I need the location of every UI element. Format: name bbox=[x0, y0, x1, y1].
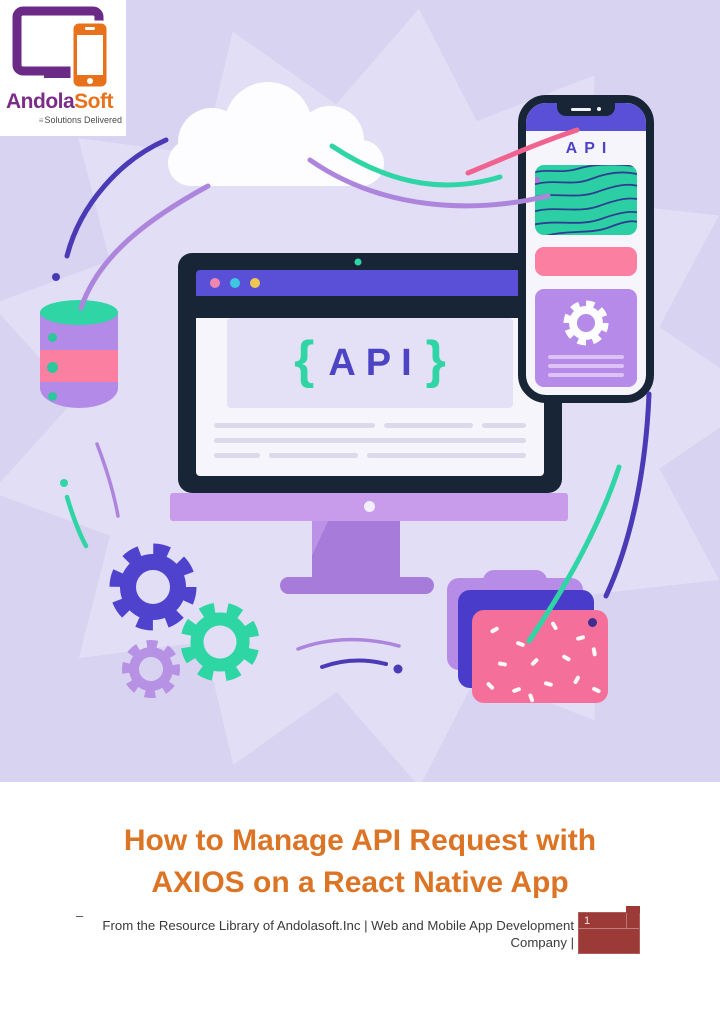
devices-icon bbox=[12, 6, 110, 90]
curve-phone-to-folder-teal bbox=[526, 464, 622, 644]
monitor-chin bbox=[170, 493, 568, 521]
phone-pink-card bbox=[535, 247, 637, 276]
phone-speaker bbox=[571, 108, 591, 111]
folder-stack-icon bbox=[440, 555, 650, 720]
connector-curves bbox=[52, 127, 652, 674]
badge-tab bbox=[626, 906, 640, 913]
folder-dot bbox=[588, 618, 597, 627]
browser-window: { API } bbox=[196, 270, 544, 476]
swoosh-under-monitor-purple bbox=[296, 637, 401, 651]
brand-name: AndolaSoft bbox=[6, 90, 113, 114]
database-dot bbox=[48, 392, 57, 401]
brace-close: } bbox=[425, 331, 446, 389]
settings-text-lines bbox=[548, 350, 624, 377]
placeholder-text-lines bbox=[214, 423, 526, 458]
curve-cloud-to-phone-teal bbox=[329, 143, 503, 188]
window-dot-yellow bbox=[250, 278, 260, 288]
phone-map-card bbox=[535, 165, 637, 235]
curve-cloud-to-db-indigo bbox=[64, 137, 169, 259]
brace-open: { bbox=[294, 331, 315, 389]
gear-icon-teal bbox=[180, 602, 260, 682]
dot-indigo bbox=[52, 273, 60, 281]
gear-icon-purple bbox=[122, 640, 180, 698]
page-title: How to Manage API Request with AXIOS on … bbox=[0, 820, 720, 904]
window-dot-cyan bbox=[230, 278, 240, 288]
curve-cloud-to-phone-purple bbox=[307, 157, 551, 209]
hero-illustration: { API } API bbox=[0, 0, 720, 782]
phone-api-label: API bbox=[565, 140, 614, 157]
tagline-icon: ≡ bbox=[38, 116, 44, 125]
gear-icon-indigo bbox=[109, 543, 197, 631]
map-pin-dot bbox=[535, 177, 540, 183]
dot-teal-monitor bbox=[354, 258, 362, 266]
page-number-badge: 1 bbox=[578, 906, 640, 954]
gears-group bbox=[109, 543, 260, 698]
phone-notch bbox=[557, 103, 615, 116]
curve-under-db-purple bbox=[95, 442, 120, 518]
phone-camera bbox=[597, 107, 601, 111]
brand-part-andola: Andola bbox=[6, 90, 75, 113]
footer-dash: – bbox=[76, 908, 84, 923]
page-number: 1 bbox=[584, 915, 591, 927]
database-top bbox=[40, 300, 118, 325]
api-banner: { API } bbox=[227, 318, 513, 408]
database-icon bbox=[40, 300, 118, 410]
browser-titlebar bbox=[196, 270, 544, 296]
credit-text: From the Resource Library of Andolasoft.… bbox=[102, 918, 574, 950]
title-section: How to Manage API Request with AXIOS on … bbox=[0, 782, 720, 1017]
browser-content: { API } bbox=[196, 318, 544, 476]
curve-cloud-to-db-purple bbox=[78, 183, 211, 311]
api-label: API bbox=[328, 341, 422, 384]
smartphone: API bbox=[518, 95, 654, 403]
badge-strip bbox=[579, 913, 639, 929]
swoosh-under-monitor-indigo bbox=[320, 658, 388, 669]
dot-teal-small bbox=[60, 479, 68, 487]
window-dot-pink bbox=[210, 278, 220, 288]
title-line-2: AXIOS on a React Native App bbox=[151, 866, 569, 899]
brand-part-soft: Soft bbox=[74, 90, 113, 113]
curve-under-db-teal bbox=[64, 494, 89, 549]
phone-settings-card bbox=[535, 289, 637, 387]
andolasoft-logo: AndolaSoft ≡Solutions Delivered bbox=[0, 0, 126, 136]
curve-pink-to-phone bbox=[465, 127, 580, 176]
phone-glyph bbox=[70, 20, 110, 90]
database-dot bbox=[48, 333, 57, 342]
monitor-power-dot bbox=[364, 501, 375, 512]
footer: – From the Resource Library of Andolasof… bbox=[0, 906, 720, 972]
dot-indigo-small bbox=[393, 664, 403, 674]
gear-icon bbox=[563, 300, 609, 346]
curve-phone-to-folder-indigo bbox=[603, 391, 652, 599]
monitor-base bbox=[280, 577, 434, 594]
database-dot bbox=[47, 362, 58, 373]
monitor-stand bbox=[312, 521, 400, 579]
title-line-1: How to Manage API Request with bbox=[123, 824, 597, 857]
brand-tagline: ≡Solutions Delivered bbox=[38, 115, 122, 125]
